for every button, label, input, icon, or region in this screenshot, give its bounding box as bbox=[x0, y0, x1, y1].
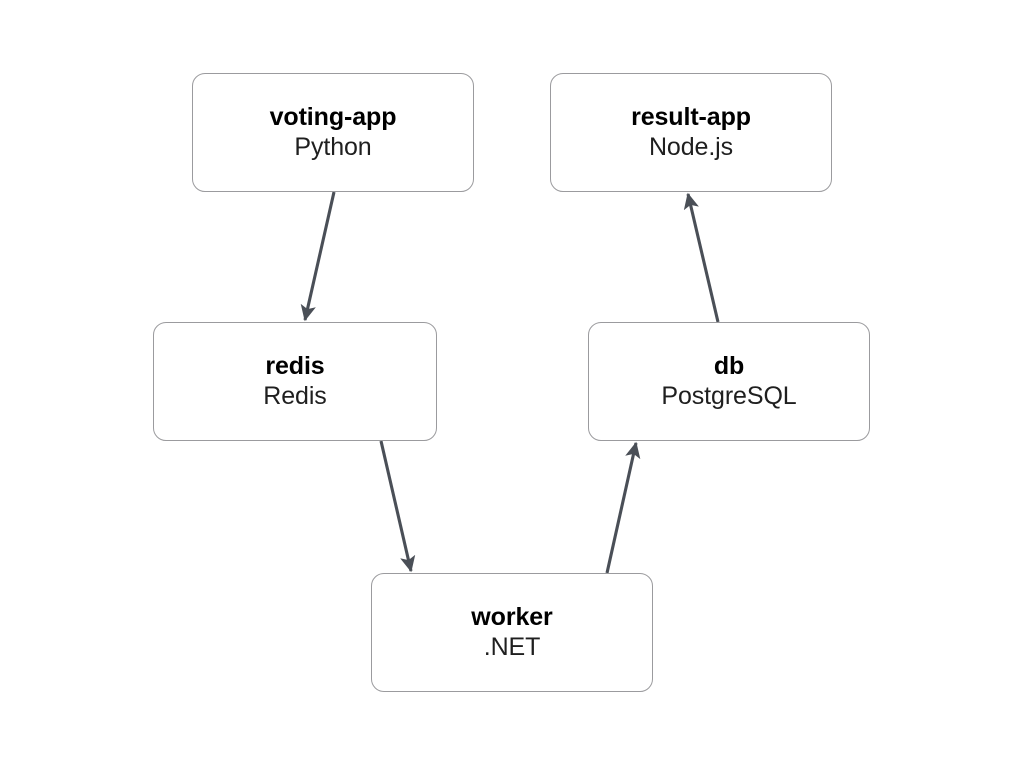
node-subtitle: .NET bbox=[483, 633, 541, 661]
node-subtitle: Redis bbox=[263, 382, 327, 410]
node-worker[interactable]: worker .NET bbox=[371, 573, 653, 692]
edge-db-to-result-app bbox=[683, 192, 720, 323]
edge-voting-app-to-redis bbox=[300, 191, 336, 322]
node-title: redis bbox=[265, 351, 325, 380]
edge-worker-to-db bbox=[605, 441, 641, 574]
node-redis[interactable]: redis Redis bbox=[153, 322, 437, 441]
node-title: result-app bbox=[631, 102, 751, 131]
node-result-app[interactable]: result-app Node.js bbox=[550, 73, 832, 192]
node-title: voting-app bbox=[269, 102, 397, 131]
node-subtitle: Python bbox=[294, 133, 372, 161]
node-voting-app[interactable]: voting-app Python bbox=[192, 73, 474, 192]
node-subtitle: Node.js bbox=[648, 133, 734, 161]
node-title: worker bbox=[471, 602, 553, 631]
edge-redis-to-worker bbox=[379, 440, 416, 573]
node-db[interactable]: db PostgreSQL bbox=[588, 322, 870, 441]
node-subtitle: PostgreSQL bbox=[661, 382, 797, 410]
node-title: db bbox=[713, 351, 745, 380]
